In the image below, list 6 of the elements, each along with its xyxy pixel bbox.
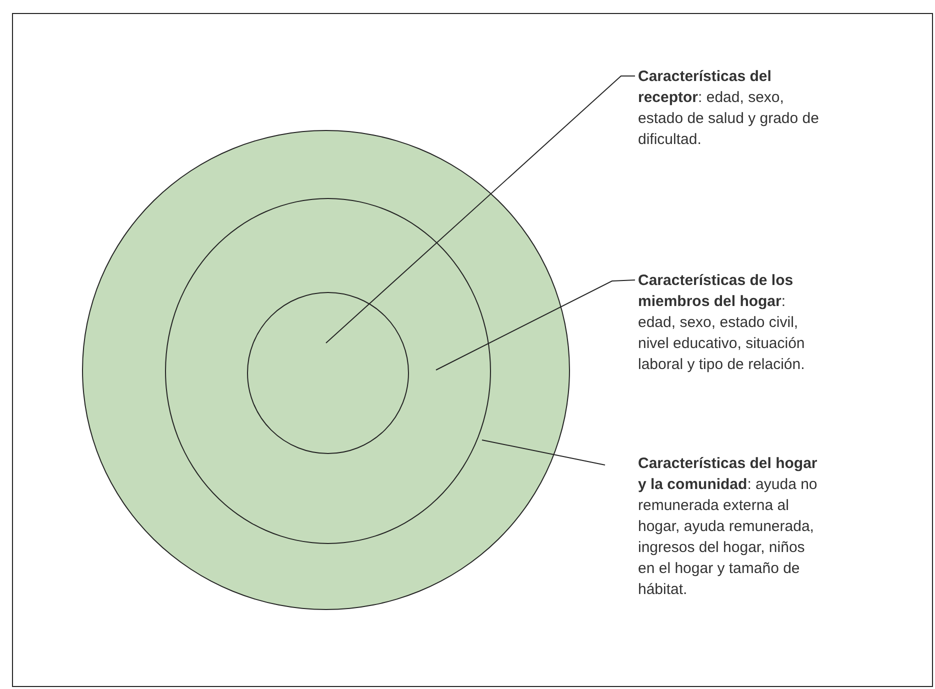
leader-line xyxy=(436,280,636,370)
leader-line xyxy=(482,440,606,466)
annotation-text: Características del hogar y la comunidad: ayuda no remunerada externa al hogar, ayuda remunerada, ingresos del hogar, niños en el hogar y tamaño de hábitat. xyxy=(638,453,820,600)
leader-line xyxy=(326,76,636,344)
annotation-text: Características de los miembros del hogar: edad, sexo, estado civil, nivel educativo, situación laboral y tipo de relación. xyxy=(638,270,820,375)
annotation-text: Características del receptor: edad, sexo, estado de salud y grado de dificultad. xyxy=(638,66,820,150)
